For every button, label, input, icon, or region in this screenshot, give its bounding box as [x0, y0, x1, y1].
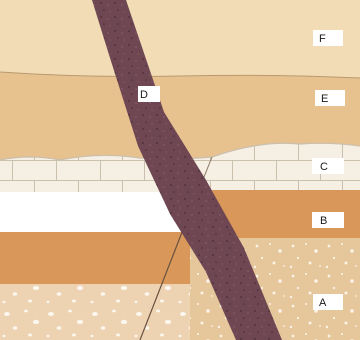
label-e: E: [315, 90, 345, 106]
label-b: B: [312, 212, 344, 228]
svg-text:C: C: [320, 161, 328, 173]
layer-a-left: [0, 284, 190, 340]
label-d: D: [138, 86, 160, 102]
label-c: C: [312, 158, 344, 174]
svg-text:B: B: [320, 215, 327, 227]
label-f: F: [313, 30, 343, 46]
svg-text:E: E: [321, 93, 328, 105]
layer-b-left: [0, 232, 190, 284]
svg-text:A: A: [319, 297, 327, 309]
svg-text:F: F: [319, 33, 326, 45]
label-a: A: [313, 294, 343, 310]
layer-f: [0, 0, 360, 80]
svg-text:D: D: [140, 89, 148, 101]
